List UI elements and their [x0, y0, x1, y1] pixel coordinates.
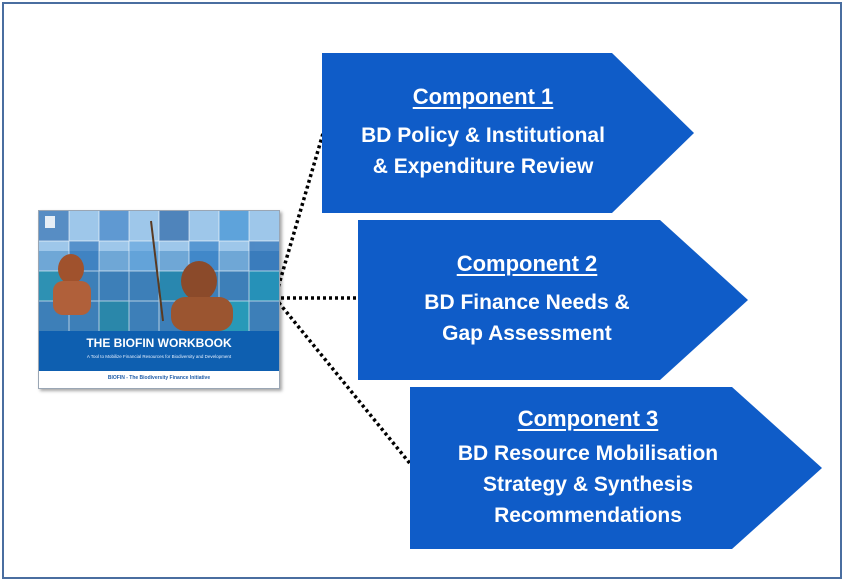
component-2-heading: Component 2 [456, 251, 598, 276]
cover-footer: BIOFIN - The Biodiversity Finance Initia… [107, 375, 211, 381]
component-3-line-2: Strategy & Synthesis [482, 472, 694, 496]
component-2-line-1: BD Finance Needs & [424, 291, 630, 314]
cover-subtitle: A Tool to Mobilize Financial Resources f… [86, 354, 232, 359]
arrow-shape-3 [410, 387, 822, 549]
component-1-line-1: BD Policy & Institutional [361, 124, 605, 147]
component-1-arrow: Component 1 BD Policy & Institutional & … [322, 53, 694, 213]
arrow-shape-2 [358, 220, 748, 380]
component-3-line-3: Recommendations [494, 503, 682, 527]
connector-to-component-3 [273, 296, 414, 468]
component-3-heading: Component 3 [517, 405, 659, 431]
component-1-heading: Component 1 [412, 84, 554, 109]
component-2-arrow: Component 2 BD Finance Needs & Gap Asses… [358, 220, 748, 380]
arrow-shape-1 [322, 53, 694, 213]
component-1-line-2: & Expenditure Review [372, 155, 594, 178]
cover-photo-mosaic [39, 211, 279, 388]
cover-title: THE BIOFIN WORKBOOK [86, 336, 232, 350]
component-2-line-2: Gap Assessment [442, 322, 612, 345]
component-3-line-1: BD Resource Mobilisation [457, 441, 719, 465]
component-3-arrow: Component 3 BD Resource Mobilisation Str… [410, 387, 822, 549]
biofin-workbook-cover: THE BIOFIN WORKBOOK A Tool to Mobilize F… [38, 210, 280, 389]
connector-to-component-1 [273, 129, 326, 299]
